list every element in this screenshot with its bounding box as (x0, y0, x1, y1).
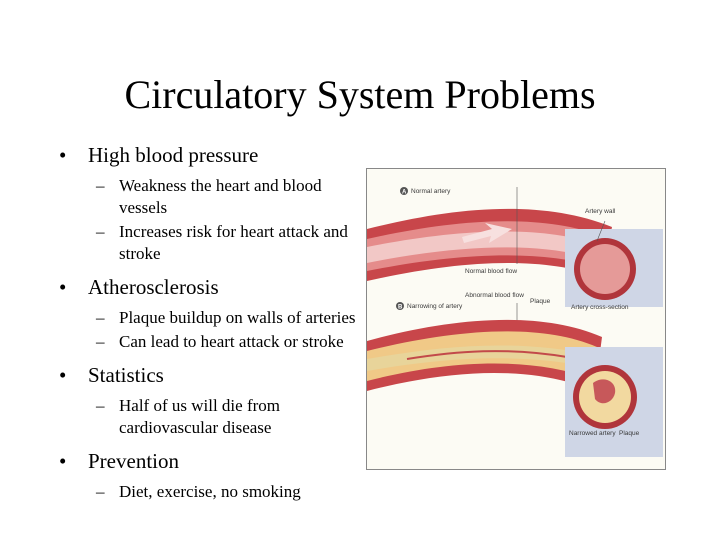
sub-bullet-marker: – (96, 482, 105, 501)
sub-bullet: –Can lead to heart attack or stroke (56, 331, 356, 353)
bullet-marker: • (59, 449, 67, 473)
artery-wall-label: Artery wall (585, 208, 616, 215)
bullet-high-blood-pressure: • High blood pressure (56, 142, 356, 168)
plaque-core (367, 345, 593, 371)
bullet-statistics: • Statistics (56, 362, 356, 388)
panel-b-title: Narrowing of artery (407, 303, 463, 310)
sub-bullet-text: Weakness the heart and blood vessels (119, 176, 322, 217)
sub-bullet: –Increases risk for heart attack and str… (56, 221, 356, 265)
narrowed-flow (406, 350, 568, 360)
panel-a-title: Normal artery (411, 188, 451, 195)
sub-bullet: –Half of us will die from cardiovascular… (56, 395, 356, 439)
slide-title: Circulatory System Problems (124, 72, 596, 117)
plaque-label-2: Plaque (619, 430, 640, 437)
panel-b-number: B (398, 305, 403, 311)
panel-b-badge (396, 302, 404, 310)
sub-bullet-marker: – (96, 308, 105, 327)
bullet-text: Statistics (88, 363, 164, 387)
panel-a-badge (400, 187, 408, 195)
panel-a-number: A (402, 190, 407, 196)
sub-bullet-text: Diet, exercise, no smoking (119, 482, 301, 501)
bullet-atherosclerosis: • Atherosclerosis (56, 274, 356, 300)
bullet-marker: • (59, 275, 67, 299)
narrowed-lumen (593, 379, 616, 404)
blood-flow-a (367, 231, 599, 263)
artery-illustration: A Normal artery Artery wall Normal blood… (366, 168, 666, 470)
sub-bullet-text: Plaque buildup on walls of arteries (119, 308, 356, 327)
flow-arrow-a (462, 223, 512, 243)
sub-bullet-marker: – (96, 396, 105, 415)
cross-section-label: Artery cross-section (571, 304, 629, 311)
normal-artery-panel: A Normal artery Artery wall Normal blood… (367, 187, 663, 307)
sub-bullet: –Plaque buildup on walls of arteries (56, 307, 356, 329)
narrowed-artery-panel: B Narrowing of artery Abnormal blood flo… (367, 292, 663, 457)
cross-section-lumen-a (580, 244, 630, 294)
sub-bullet-text: Half of us will die from cardiovascular … (119, 396, 280, 437)
narrowed-artery-label: Narrowed artery (569, 430, 616, 437)
leader-line (596, 220, 606, 242)
normal-flow-label: Normal blood flow (465, 268, 517, 275)
sub-bullet-text: Increases risk for heart attack and stro… (119, 222, 348, 263)
bullet-text: Atherosclerosis (88, 275, 219, 299)
sub-bullet: –Weakness the heart and blood vessels (56, 175, 356, 219)
bullet-marker: • (59, 363, 67, 387)
artery-diagram: A Normal artery Artery wall Normal blood… (367, 187, 663, 457)
sub-bullet-marker: – (96, 332, 105, 351)
bullet-list: •High blood pressure –Weakness the heart… (56, 142, 356, 503)
abnormal-flow-label: Abnormal blood flow (465, 292, 524, 299)
bullet-prevention: • Prevention (56, 448, 356, 474)
sub-bullet-marker: – (96, 176, 105, 195)
bullet-marker: • (59, 143, 67, 167)
plaque-label: Plaque (530, 298, 551, 305)
sub-bullet-marker: – (96, 222, 105, 241)
bullet-text: Prevention (88, 449, 179, 473)
sub-bullet-text: Can lead to heart attack or stroke (119, 332, 344, 351)
sub-bullet: –Diet, exercise, no smoking (56, 481, 356, 503)
bullet-text: High blood pressure (88, 143, 259, 167)
